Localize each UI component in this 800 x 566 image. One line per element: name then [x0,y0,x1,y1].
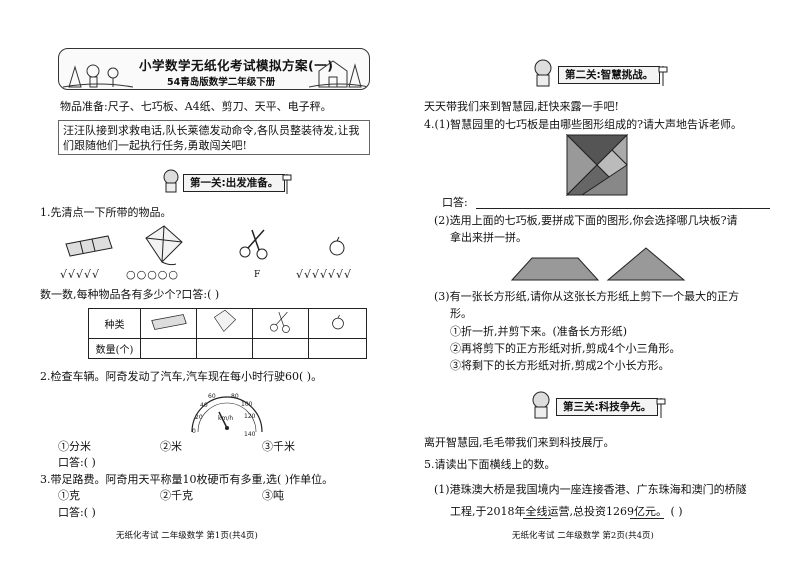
q3-answer[interactable]: 口答:( ) [58,506,96,519]
pup-mascot-icon [534,59,552,87]
gauge-unit: km/h [218,415,233,422]
gauge-tick: 140 [244,431,256,438]
kite-icon [213,309,236,332]
triangle-shape-icon [606,247,686,281]
q2-option-c[interactable]: ③千米 [262,440,295,453]
q4-part2-line1: (2)选用上面的七巧板,要拼成下面的图形,你会选择哪几块板?请 [434,214,738,227]
scissors-tally: F [254,270,261,280]
page-footer: 无纸化考试 二年级数学 第2页(共4页) [512,531,654,541]
banner-title: 小学数学无纸化考试模拟方案(一) [139,58,334,73]
story-box: 汪汪队接到求救电话,队长莱德发动命令,各队员整装待发,让我 们跟随他们一起执行任… [58,120,370,155]
count-table: 种类 数量(个) [88,308,367,359]
scissors-icon [269,311,290,333]
pup-mascot-icon [163,169,179,193]
level-2-intro: 天天带我们来到智慧园,赶快来露一手吧! [424,100,619,113]
gauge-tick: 80 [231,393,239,400]
q2-option-b[interactable]: ②米 [160,440,182,453]
q3-option-c[interactable]: ③吨 [262,489,284,502]
gauge-tick: 120 [244,413,256,420]
underline-2018 [523,518,551,519]
q1-question: 数一数,每种物品各有多少个?口答:( ) [40,288,220,301]
page-footer: 无纸化考试 二年级数学 第1页(共4页) [116,531,258,541]
right-page: 第二关:智慧挑战。 天天带我们来到智慧园,赶快来露一手吧! 4.(1)智慧园里的… [400,0,800,566]
table-kite-cell [196,308,253,339]
q2-answer[interactable]: 口答:( ) [58,456,96,469]
table-row2-label: 数量(个) [88,338,141,359]
table-telescope-cell [140,308,197,339]
q4-step-1: ①折一折,并剪下来。(准备长方形纸) [450,325,628,338]
banner-subtitle: 54青岛版数学二年级下册 [167,77,276,88]
table-answer-cell[interactable] [140,338,197,359]
q5-part1-line1: (1)港珠澳大桥是我国境内一座连接香港、广东珠海和澳门的桥隧 [434,483,747,496]
q1-text: 1.先清点一下所带的物品。 [40,206,172,219]
q5-part1-line2: 工程,于2018年全线运营,总投资1269亿元。 ( ) [450,505,683,518]
gauge-tick: 100 [241,401,253,408]
table-header-cell: 种类 [88,308,141,339]
telescope-icon [65,235,113,257]
q4-answer-label: 口答: [442,196,468,209]
telescope-tally: √√√√√ [60,268,101,281]
q3-option-a[interactable]: ①克 [58,489,80,502]
left-page: 小学数学无纸化考试模拟方案(一) 54青岛版数学二年级下册 物品准备:尺子、七巧… [40,48,370,541]
signpost-icon [656,398,666,418]
story-line-2: 们跟随他们一起执行任务,勇敢闯关吧! [63,139,247,152]
kite-tally: ○○○○○ [126,268,179,281]
telescope-icon [150,314,187,330]
trapezoid-shape-icon [510,257,600,281]
q4-part1: 4.(1)智慧园里的七巧板是由哪些图形组成的?请大声地告诉老师。 [424,118,742,131]
level-2-title: 第二关:智慧挑战。 [558,66,661,84]
pup-mascot-icon [532,391,550,419]
underline-1269 [630,518,664,519]
answer-line[interactable] [476,208,770,209]
signpost-icon [282,174,292,194]
story-line-1: 汪汪队接到求救电话,队长莱德发动命令,各队员整装待发,让我 [63,124,360,137]
gauge-tick: 20 [195,414,203,421]
title-banner: 小学数学无纸化考试模拟方案(一) 54青岛版数学二年级下册 [58,48,370,90]
q4-part3-line2: 形。 [450,307,472,320]
q2-text: 2.检查车辆。阿奇发动了汽车,汽车现在每小时行驶60( )。 [40,370,323,383]
q4-step-3: ③将剩下的长方形纸对折,剪成2个小长方形。 [450,359,670,372]
house-scene-icon [309,60,369,88]
q3-option-b[interactable]: ②千克 [160,489,193,502]
table-answer-cell[interactable] [308,338,367,359]
q2-option-a[interactable]: ①分米 [58,440,91,453]
q4-step-2: ②再将剪下的正方形纸对折,剪成4个小三角形。 [450,342,681,355]
gauge-zero: 0 [192,428,196,435]
signpost-icon [658,66,668,86]
tangram-icon [566,134,628,196]
q4-part3-line1: (3)有一张长方形纸,请你从这张长方形纸上剪下一个最大的正方 [434,290,740,303]
tree-scene-icon [63,64,133,88]
gauge-tick: 40 [200,402,208,409]
q5-text: 5.请读出下面横线上的数。 [424,458,556,471]
q4-part2-line2: 拿出来拼一拼。 [450,231,527,244]
table-answer-cell[interactable] [252,338,309,359]
table-apple-cell [308,308,367,339]
apple-tally: √√√√√√√ [296,268,353,281]
level-3-intro: 离开智慧园,毛毛带我们来到科技展厅。 [424,436,615,449]
q3-text: 3.带足路费。阿奇用天平称量10枚硬币有多重,选( )作单位。 [40,473,334,486]
level-1-title: 第一关:出发准备。 [183,174,286,192]
level-3-title: 第三关:科技争先。 [556,398,659,416]
kite-icon [145,225,183,266]
speedometer-icon: 0 20 40 60 80 100 120 140 km/h [191,393,263,438]
materials-text: 物品准备:尺子、七巧板、A4纸、剪刀、天平、电子秤。 [60,100,332,113]
apple-icon [331,314,344,330]
apple-icon [329,236,345,256]
gauge-tick: 60 [208,393,216,400]
scissors-icon [239,229,268,260]
table-scissors-cell [252,308,309,339]
table-answer-cell[interactable] [196,338,253,359]
